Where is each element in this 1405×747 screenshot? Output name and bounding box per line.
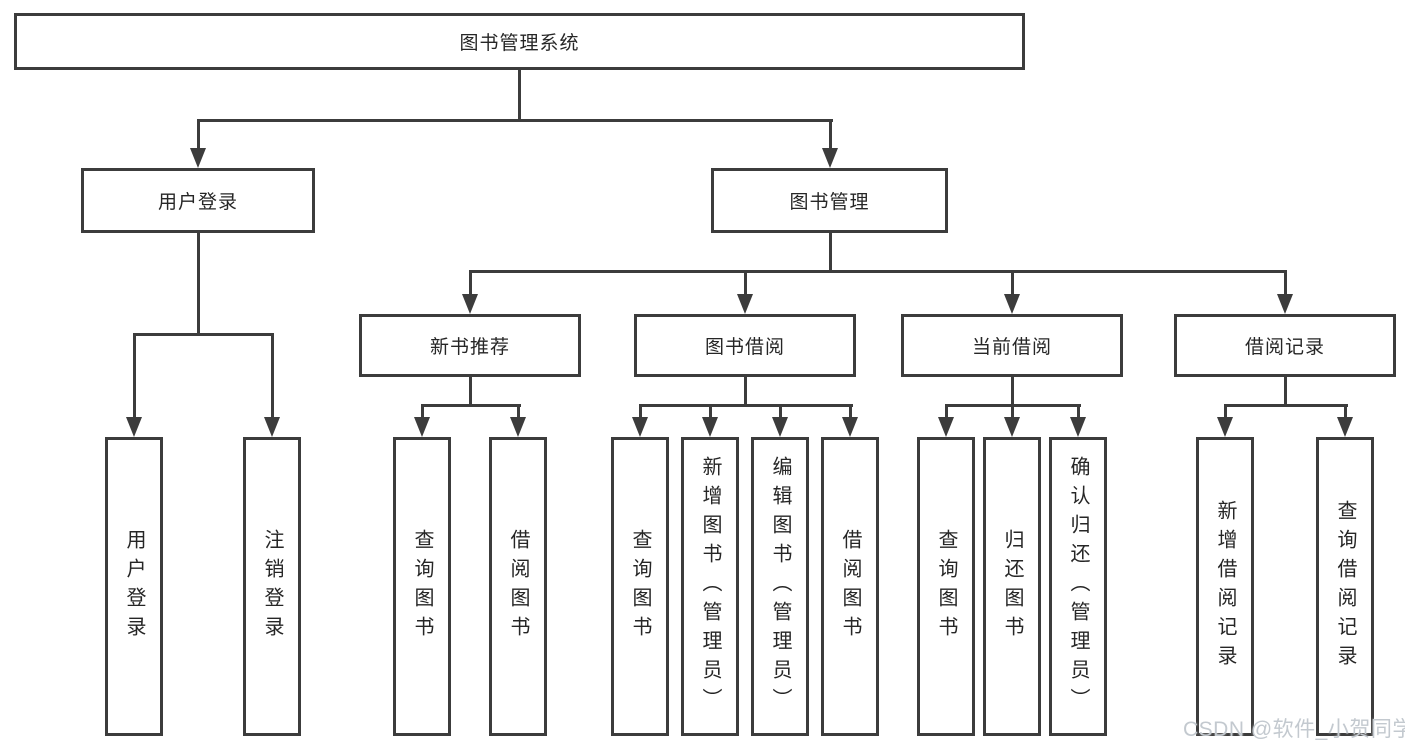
leaf-edit-book-admin: 编辑图书（管理员） [751,437,809,736]
csdn-watermark: CSDN @软件_小贺同学 [1183,718,1405,741]
connector-v [744,377,747,405]
connector-v [1284,377,1287,405]
arrow-down-icon [737,294,753,314]
node-borrow-record-label: 借阅记录 [1244,337,1325,358]
connector-v [197,119,200,152]
leaf-confirm-return-admin: 确认归还（管理员） [1049,437,1107,736]
leaf-borrow-books-label: 借阅图书 [839,528,861,645]
connector-v [271,333,274,419]
connector-v [779,404,782,420]
leaf-user-login: 用户登录 [105,437,163,736]
leaf-query-borrow-record-label: 查询借阅记录 [1334,499,1356,674]
connector-v [709,404,712,420]
connector-v [744,270,747,296]
arrow-down-icon [1337,417,1353,437]
connector-h [469,270,1287,273]
arrow-down-icon [510,417,526,437]
connector-h [639,404,853,407]
connector-v [469,270,472,296]
connector-v [1224,404,1227,420]
arrow-down-icon [462,294,478,314]
leaf-logout: 注销登录 [243,437,301,736]
arrow-down-icon [822,148,838,168]
node-new-book-recommend-label: 新书推荐 [429,337,510,358]
leaf-add-borrow-record: 新增借阅记录 [1196,437,1254,736]
connector-h [197,119,833,122]
connector-v [829,233,832,273]
connector-h [133,333,274,336]
leaf-logout-label: 注销登录 [261,528,283,645]
arrow-down-icon [772,417,788,437]
leaf-query-books-recommend-label: 查询图书 [411,528,433,645]
connector-h [421,404,521,407]
connector-v [1011,270,1014,296]
leaf-query-books-current: 查询图书 [917,437,975,736]
leaf-query-books-borrow-label: 查询图书 [629,528,651,645]
connector-v [518,70,521,120]
connector-v [1011,404,1014,420]
leaf-query-books-current-label: 查询图书 [935,528,957,645]
node-user-login-label: 用户登录 [157,192,238,213]
arrow-down-icon [1217,417,1233,437]
connector-v [133,333,136,419]
connector-v [469,377,472,405]
connector-v [829,119,832,152]
arrow-down-icon [414,417,430,437]
connector-h [1224,404,1348,407]
arrow-down-icon [1277,294,1293,314]
arrow-down-icon [1004,294,1020,314]
node-user-login: 用户登录 [81,168,315,233]
connector-v [849,404,852,420]
node-current-borrow: 当前借阅 [901,314,1123,377]
arrow-down-icon [938,417,954,437]
leaf-add-borrow-record-label: 新增借阅记录 [1214,499,1236,674]
node-book-management-label: 图书管理 [789,192,870,213]
connector-v [945,404,948,420]
leaf-user-login-label: 用户登录 [123,528,145,645]
leaf-query-borrow-record: 查询借阅记录 [1316,437,1374,736]
leaf-add-book-admin-label: 新增图书（管理员） [699,456,721,717]
leaf-borrow-books-recommend: 借阅图书 [489,437,547,736]
leaf-confirm-return-admin-label: 确认归还（管理员） [1067,456,1089,717]
arrow-down-icon [842,417,858,437]
arrow-down-icon [126,417,142,437]
connector-v [1011,377,1014,405]
leaf-return-book-label: 归还图书 [1001,528,1023,645]
leaf-query-books-recommend: 查询图书 [393,437,451,736]
leaf-borrow-books: 借阅图书 [821,437,879,736]
connector-v [639,404,642,420]
node-root-label: 图书管理系统 [459,33,580,54]
arrow-down-icon [702,417,718,437]
node-root: 图书管理系统 [14,13,1025,70]
node-book-borrow-label: 图书借阅 [704,337,785,358]
leaf-return-book: 归还图书 [983,437,1041,736]
connector-v [197,233,200,336]
connector-v [1077,404,1080,420]
leaf-borrow-books-recommend-label: 借阅图书 [507,528,529,645]
leaf-query-books-borrow: 查询图书 [611,437,669,736]
node-book-management: 图书管理 [711,168,948,233]
arrow-down-icon [632,417,648,437]
arrow-down-icon [264,417,280,437]
connector-v [1344,404,1347,420]
node-current-borrow-label: 当前借阅 [971,337,1052,358]
arrow-down-icon [1070,417,1086,437]
connector-v [517,404,520,420]
node-new-book-recommend: 新书推荐 [359,314,581,377]
leaf-edit-book-admin-label: 编辑图书（管理员） [769,456,791,717]
connector-v [421,404,424,420]
arrow-down-icon [1004,417,1020,437]
node-book-borrow: 图书借阅 [634,314,856,377]
arrow-down-icon [190,148,206,168]
connector-v [1284,270,1287,296]
leaf-add-book-admin: 新增图书（管理员） [681,437,739,736]
node-borrow-record: 借阅记录 [1174,314,1396,377]
